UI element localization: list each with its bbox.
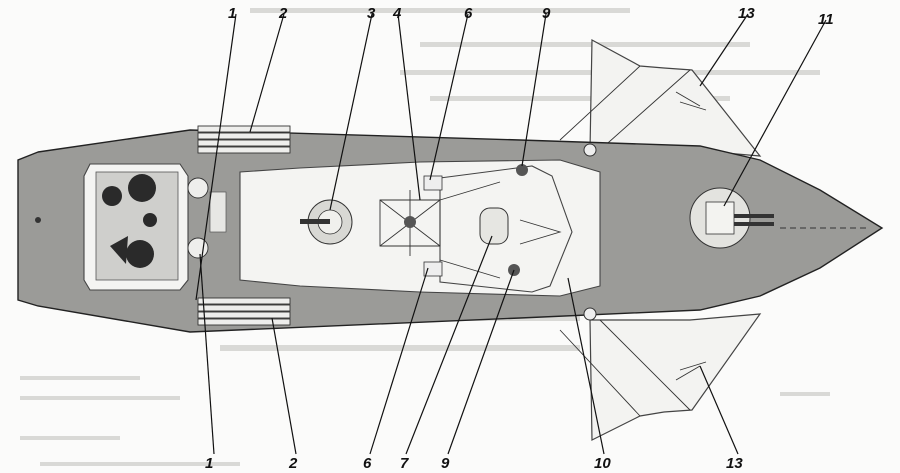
callout-1-top: 1 [228, 5, 236, 22]
leader-lines [195, 13, 827, 455]
launcher-starboard [423, 261, 443, 277]
port-wing [589, 39, 762, 157]
radar-dome [479, 207, 509, 245]
stern-deckhouse [83, 163, 189, 291]
starboard-torpedo-tubes [197, 297, 291, 326]
port-wing-fairing [675, 91, 707, 111]
callout-6-bottom: 6 [363, 455, 372, 472]
callouts-bottom: 1 2 6 7 9 10 13 [205, 455, 743, 472]
callout-13-top: 13 [738, 5, 755, 22]
forward-gun-turret [300, 199, 353, 245]
callout-11: 11 [818, 11, 834, 28]
lattice-mast [379, 190, 441, 256]
starboard-wing-strut [559, 319, 691, 417]
stern-fitting [35, 217, 41, 223]
callout-10: 10 [594, 455, 611, 472]
callout-3: 3 [367, 5, 376, 22]
port-torpedo-tubes [197, 125, 291, 154]
callout-13-bottom: 13 [726, 455, 743, 472]
fire-director-port [516, 164, 528, 176]
callout-9-top: 9 [542, 5, 551, 22]
callouts-top: 1 2 3 4 6 9 13 11 [228, 5, 834, 28]
deck-fitting-starboard [583, 307, 597, 321]
callout-7: 7 [400, 455, 409, 472]
deck-fitting-port [583, 143, 597, 157]
launcher-port [423, 175, 443, 191]
callout-6-top: 6 [464, 5, 473, 22]
starboard-wing [589, 313, 762, 441]
bow-gun-turret [689, 187, 774, 249]
callout-4: 4 [392, 5, 402, 22]
callout-2-bottom: 2 [288, 455, 298, 472]
callout-2-top: 2 [278, 5, 288, 22]
port-wing-strut [559, 65, 691, 151]
starboard-wing-fairing [675, 361, 707, 381]
callout-1-bottom: 1 [205, 455, 213, 472]
bridge-diagonals [439, 181, 562, 279]
callout-9-bottom: 9 [441, 455, 450, 472]
